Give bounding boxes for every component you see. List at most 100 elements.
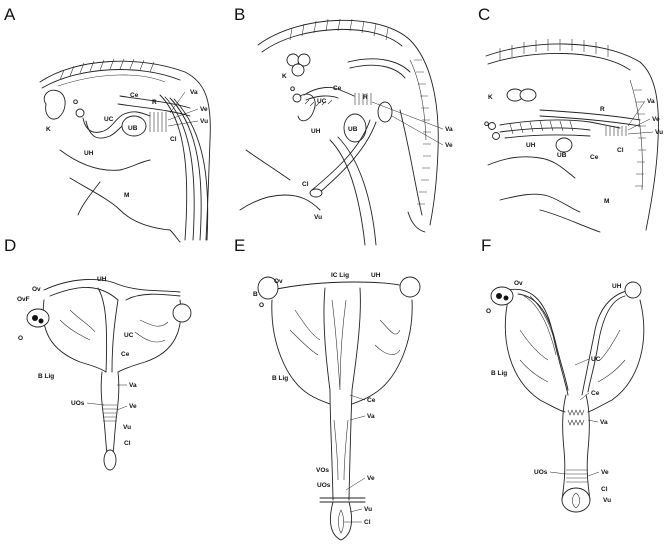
label-a-m: M bbox=[124, 192, 129, 199]
label-f-uh: UH bbox=[612, 283, 622, 290]
label-b-k: K bbox=[282, 73, 287, 80]
label-f-uc: UC bbox=[591, 356, 601, 363]
panel-c: C K R Va bbox=[478, 5, 663, 233]
label-d-cl: Cl bbox=[124, 440, 131, 447]
label-a-uh: UH bbox=[84, 150, 94, 157]
panel-f: F Ov O UH B Lig UC Ce Va UO bbox=[481, 236, 645, 513]
label-c-uh: UH bbox=[526, 142, 536, 149]
label-a-ve: Ve bbox=[200, 106, 208, 113]
panel-b-labels: K O Ce UC UH R UB Va Ve Cl Vu bbox=[282, 73, 453, 221]
panel-b-kidney bbox=[286, 53, 311, 77]
panel-d: D UH Ov OvF O UC Ce B Lig Va UOs Ve bbox=[4, 236, 192, 471]
panel-e-ovary-right bbox=[399, 276, 421, 298]
label-b-r: R bbox=[363, 94, 368, 101]
panel-b-letter: B bbox=[234, 5, 245, 24]
label-b-o: O bbox=[290, 86, 295, 93]
label-d-vu: Vu bbox=[123, 424, 131, 431]
label-c-k: K bbox=[488, 94, 493, 101]
panel-b-bladder bbox=[343, 113, 367, 143]
label-f-blig: B Lig bbox=[491, 370, 507, 377]
label-e-ve: Ve bbox=[367, 475, 375, 482]
panel-e-labels: B Ov O IC Lig UH B Lig Ce Va VOs UOs Ve … bbox=[253, 272, 381, 526]
label-e-ov: Ov bbox=[274, 278, 283, 285]
label-e-vos: VOs bbox=[316, 467, 329, 474]
panel-e-ovary-left bbox=[257, 276, 279, 300]
label-c-ce: Ce bbox=[590, 154, 599, 161]
panel-c-labels: K R Va Ve Vu O UH UB Ce Cl M bbox=[484, 94, 663, 205]
label-f-cl: Cl bbox=[601, 486, 608, 493]
label-e-blig: B Lig bbox=[272, 375, 288, 382]
label-a-ce: Ce bbox=[130, 92, 139, 99]
label-f-va: Va bbox=[600, 419, 608, 426]
label-b-va: Va bbox=[445, 126, 453, 133]
label-a-uc: UC bbox=[104, 116, 114, 123]
label-d-ve: Ve bbox=[129, 403, 137, 410]
panel-f-labels: Ov O UH B Lig UC Ce Va UOs Ve Vu Cl bbox=[486, 280, 622, 504]
label-c-cl: Cl bbox=[617, 147, 624, 154]
label-d-blig: B Lig bbox=[38, 373, 54, 380]
label-c-ve: Ve bbox=[652, 116, 660, 123]
label-e-uos: UOs bbox=[317, 482, 331, 489]
label-e-iclig: IC Lig bbox=[331, 272, 349, 279]
label-c-ub: UB bbox=[557, 152, 567, 159]
label-e-va: Va bbox=[367, 413, 375, 420]
label-d-ce: Ce bbox=[121, 351, 130, 358]
label-a-cl: Cl bbox=[170, 136, 177, 143]
label-e-uh: UH bbox=[371, 272, 381, 279]
label-d-uos: UOs bbox=[71, 400, 85, 407]
label-c-m: M bbox=[604, 198, 609, 205]
label-e-cl: Cl bbox=[364, 519, 371, 526]
label-d-uh: UH bbox=[97, 276, 107, 283]
label-f-ce: Ce bbox=[591, 390, 600, 397]
label-e-b: B bbox=[253, 291, 258, 298]
label-a-va: Va bbox=[190, 89, 198, 96]
panel-c-spine bbox=[499, 39, 646, 191]
label-f-ve: Ve bbox=[601, 469, 609, 476]
panel-d-ovary-right bbox=[172, 303, 192, 323]
panel-a-labels: K O Ce R Va Ve Vu UC UB UH Cl M bbox=[46, 89, 208, 199]
label-f-ov: Ov bbox=[514, 280, 523, 287]
panel-a-spine bbox=[57, 58, 166, 87]
label-c-vu: Vu bbox=[655, 129, 663, 136]
label-a-o: O bbox=[73, 99, 78, 106]
panel-c-bladder bbox=[555, 137, 573, 153]
panel-b-spine bbox=[289, 18, 431, 205]
label-d-o: O bbox=[18, 335, 23, 342]
label-f-vu: Vu bbox=[603, 497, 611, 504]
label-b-uc: UC bbox=[317, 98, 327, 105]
label-a-k: K bbox=[46, 126, 51, 133]
panel-f-letter: F bbox=[481, 236, 491, 255]
label-d-ov: Ov bbox=[32, 286, 41, 293]
panel-e: E B Ov O IC Lig UH B Lig Ce Va VOs bbox=[234, 236, 421, 541]
label-b-uh: UH bbox=[311, 128, 321, 135]
label-b-ub: UB bbox=[348, 126, 358, 133]
label-a-r: R bbox=[152, 99, 157, 106]
label-d-uc: UC bbox=[124, 332, 134, 339]
panel-c-letter: C bbox=[478, 5, 490, 24]
panel-a-ovary bbox=[75, 108, 85, 118]
label-f-o: O bbox=[486, 308, 491, 315]
label-c-r: R bbox=[600, 106, 605, 113]
panel-e-letter: E bbox=[234, 236, 245, 255]
label-b-cl: Cl bbox=[302, 181, 309, 188]
label-b-ve: Ve bbox=[445, 142, 453, 149]
panel-b: B bbox=[234, 5, 453, 246]
label-f-uos: UOs bbox=[534, 469, 548, 476]
label-b-ce: Ce bbox=[333, 85, 342, 92]
panel-c-kidney bbox=[506, 88, 537, 102]
label-d-va: Va bbox=[129, 382, 137, 389]
label-c-va: Va bbox=[647, 98, 655, 105]
panel-d-labels: UH Ov OvF O UC Ce B Lig Va UOs Ve Vu Cl bbox=[17, 276, 137, 447]
label-a-ub: UB bbox=[128, 125, 138, 132]
panel-a-letter: A bbox=[4, 5, 16, 24]
label-a-vu: Vu bbox=[200, 118, 208, 125]
label-e-ce: Ce bbox=[367, 397, 376, 404]
label-b-vu: Vu bbox=[314, 214, 322, 221]
panel-f-ovary-right bbox=[624, 281, 642, 299]
panel-a-bladder bbox=[121, 115, 147, 137]
label-d-ovf: OvF bbox=[17, 296, 30, 303]
panel-d-letter: D bbox=[4, 236, 16, 255]
panel-a-kidney bbox=[43, 89, 66, 120]
label-e-vu: Vu bbox=[364, 506, 372, 513]
